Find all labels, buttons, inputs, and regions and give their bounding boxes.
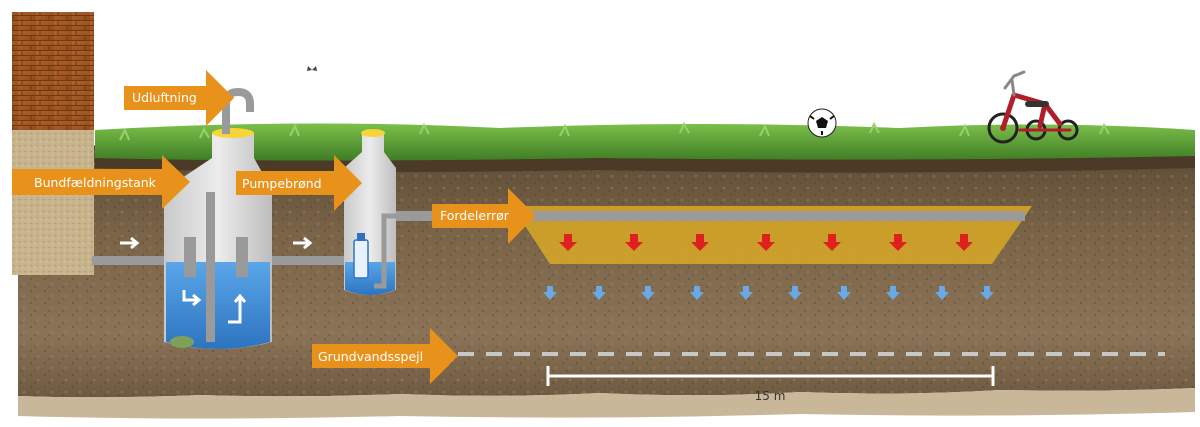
scale-bar: 15 m	[546, 366, 995, 403]
seepage-arrow-icon	[823, 234, 841, 251]
seepage-arrow-icon	[889, 234, 907, 251]
seepage-arrow-icon	[757, 234, 775, 251]
pump-well-label: Pumpebrønd	[242, 176, 322, 191]
seepage-arrow-icon	[625, 234, 643, 251]
groundwater-drop-icon	[543, 286, 557, 300]
groundwater-drop-icon	[641, 286, 655, 300]
label-venting: Udluftning	[124, 70, 234, 126]
seepage-arrow-icon	[955, 234, 973, 251]
groundwater-drop-icon	[837, 286, 851, 300]
groundwater-arrows	[543, 286, 994, 300]
football-icon	[807, 108, 837, 138]
groundwater-drop-icon	[788, 286, 802, 300]
label-groundwater-level: Grundvandsspejl	[312, 328, 458, 384]
flow-arrow-icon	[120, 236, 140, 250]
seepage-arrow-icon	[691, 234, 709, 251]
groundwater-drop-icon	[739, 286, 753, 300]
distribution-pipe	[395, 211, 1025, 221]
house-wall	[12, 12, 94, 275]
label-distribution-pipe: Fordelerrør	[432, 188, 536, 244]
label-pump-well: Pumpebrønd	[236, 155, 362, 211]
groundwater-drop-icon	[690, 286, 704, 300]
groundwater-level-label: Grundvandsspejl	[318, 349, 423, 364]
tricycle-icon	[987, 70, 1079, 144]
scale-label: 15 m	[755, 389, 786, 403]
groundwater-drop-icon	[935, 286, 949, 300]
label-settling-tank: Bundfældningstank	[12, 155, 190, 209]
distribution-pipe-label: Fordelerrør	[440, 208, 510, 223]
flow-arrow-icon	[293, 236, 313, 250]
groundwater-drop-icon	[592, 286, 606, 300]
groundwater-drop-icon	[886, 286, 900, 300]
groundwater-drop-icon	[980, 286, 994, 300]
flow-arrows	[120, 236, 313, 324]
settling-tank-label: Bundfældningstank	[34, 175, 157, 190]
pump-well	[344, 129, 396, 295]
butterfly-icon	[307, 66, 317, 71]
venting-label: Udluftning	[132, 90, 197, 105]
flow-arrow-icon	[228, 293, 247, 324]
seepage-arrows	[559, 234, 973, 251]
seepage-arrow-icon	[559, 234, 577, 251]
flow-arrow-icon	[182, 290, 202, 307]
